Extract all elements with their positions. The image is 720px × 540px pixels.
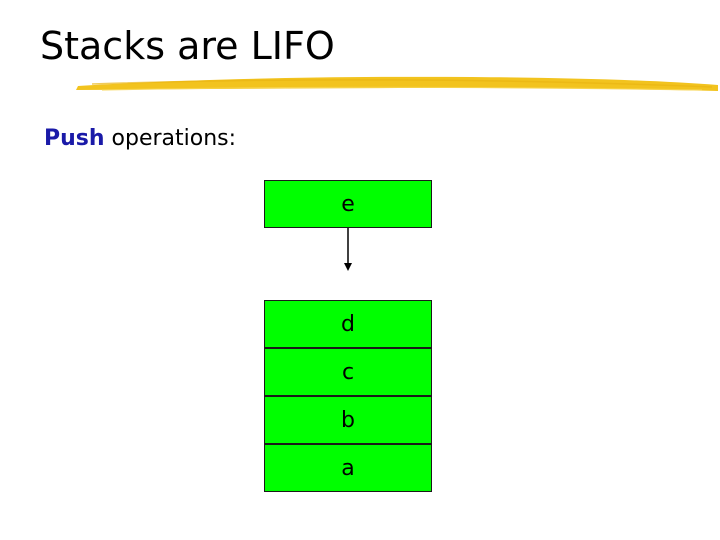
arrow-down-icon — [344, 228, 352, 271]
stack-cell-bottom: a — [264, 444, 432, 492]
stack-cell-label: a — [341, 455, 355, 481]
stack-cell: c — [264, 348, 432, 396]
stack-cell-top: d — [264, 300, 432, 348]
subtitle-rest: operations: — [104, 126, 237, 151]
subtitle: Push operations: — [44, 124, 236, 154]
stack-cell-label: c — [341, 359, 355, 385]
stack-cell-label: d — [341, 311, 355, 337]
incoming-element-label: e — [341, 191, 355, 217]
incoming-element-cell: e — [264, 180, 432, 228]
slide-title: Stacks are LIFO — [40, 24, 335, 68]
title-underline-stroke — [76, 76, 718, 91]
stack-cell-label: b — [341, 407, 355, 433]
stack-cell: b — [264, 396, 432, 444]
stack-container: d c b a — [264, 300, 432, 492]
subtitle-keyword: Push — [44, 126, 105, 151]
